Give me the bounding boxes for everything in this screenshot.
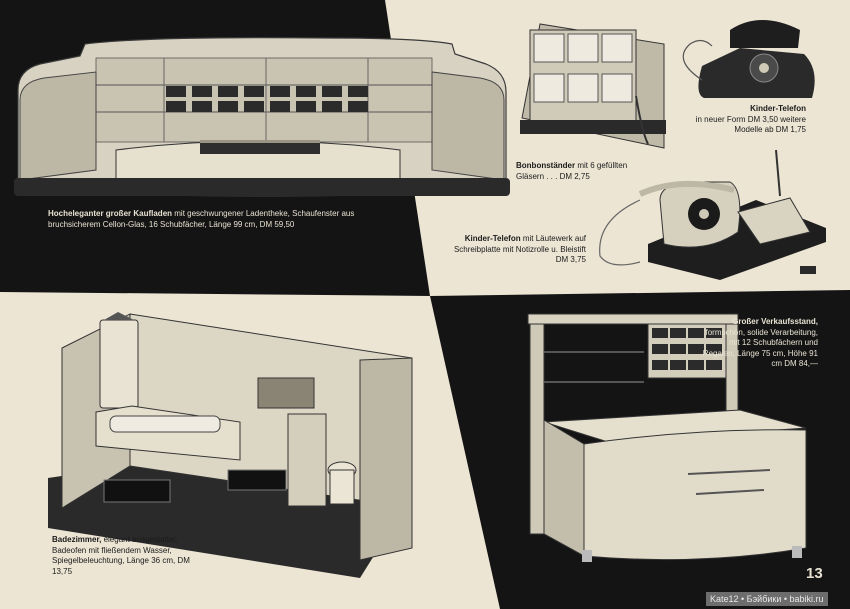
bonbon-title: Bonbonständer — [516, 161, 576, 170]
telefon2-illustration — [599, 149, 826, 280]
bad-caption: Badezimmer, elegant ausgestattet, Badeof… — [52, 535, 212, 577]
telefon2-description: mit Läutewerk auf Schreibplatte mit Noti… — [453, 234, 586, 264]
bonbon-illustration — [520, 23, 666, 149]
telefon1-title: Kinder-Telefon — [750, 104, 806, 113]
telefon2-caption: Kinder-Telefon mit Läutewerk auf Schreib… — [452, 234, 586, 266]
verkauf-description: formschön, solide Verarbeitung, mit 12 S… — [702, 327, 818, 369]
page-number: 13 — [806, 565, 823, 582]
bonbon-description: mit 6 gefüllten Gläsern . . . DM 2,75 — [516, 161, 628, 181]
telefon1-illustration — [682, 20, 815, 98]
kaufladen-description: mit geschwungener Ladentheke, Schaufenst… — [48, 209, 355, 229]
telefon1-description: in neuer Form DM 3,50 weitere Modelle ab… — [695, 114, 806, 135]
verkauf-illustration — [527, 313, 807, 562]
bad-title: Badezimmer, — [52, 535, 102, 544]
bonbon-caption: Bonbonständer mit 6 gefüllten Gläsern . … — [516, 161, 634, 182]
bad-description: elegant ausgestattet, Badeofen mit fließ… — [52, 535, 190, 576]
bad-illustration — [48, 312, 413, 578]
kaufladen-title: Hocheleganter großer Kaufladen — [48, 209, 173, 218]
kaufladen-caption: Hocheleganter großer Kaufladen mit gesch… — [48, 209, 393, 230]
telefon2-title: Kinder-Telefon — [464, 234, 521, 243]
kaufladen-illustration — [14, 37, 510, 197]
watermark-text: Kate12 • Бэйбики • babiki.ru — [706, 592, 828, 606]
verkauf-title: Großer Verkaufsstand, — [732, 317, 818, 326]
verkauf-caption: Großer Verkaufsstand, formschön, solide … — [702, 317, 818, 370]
